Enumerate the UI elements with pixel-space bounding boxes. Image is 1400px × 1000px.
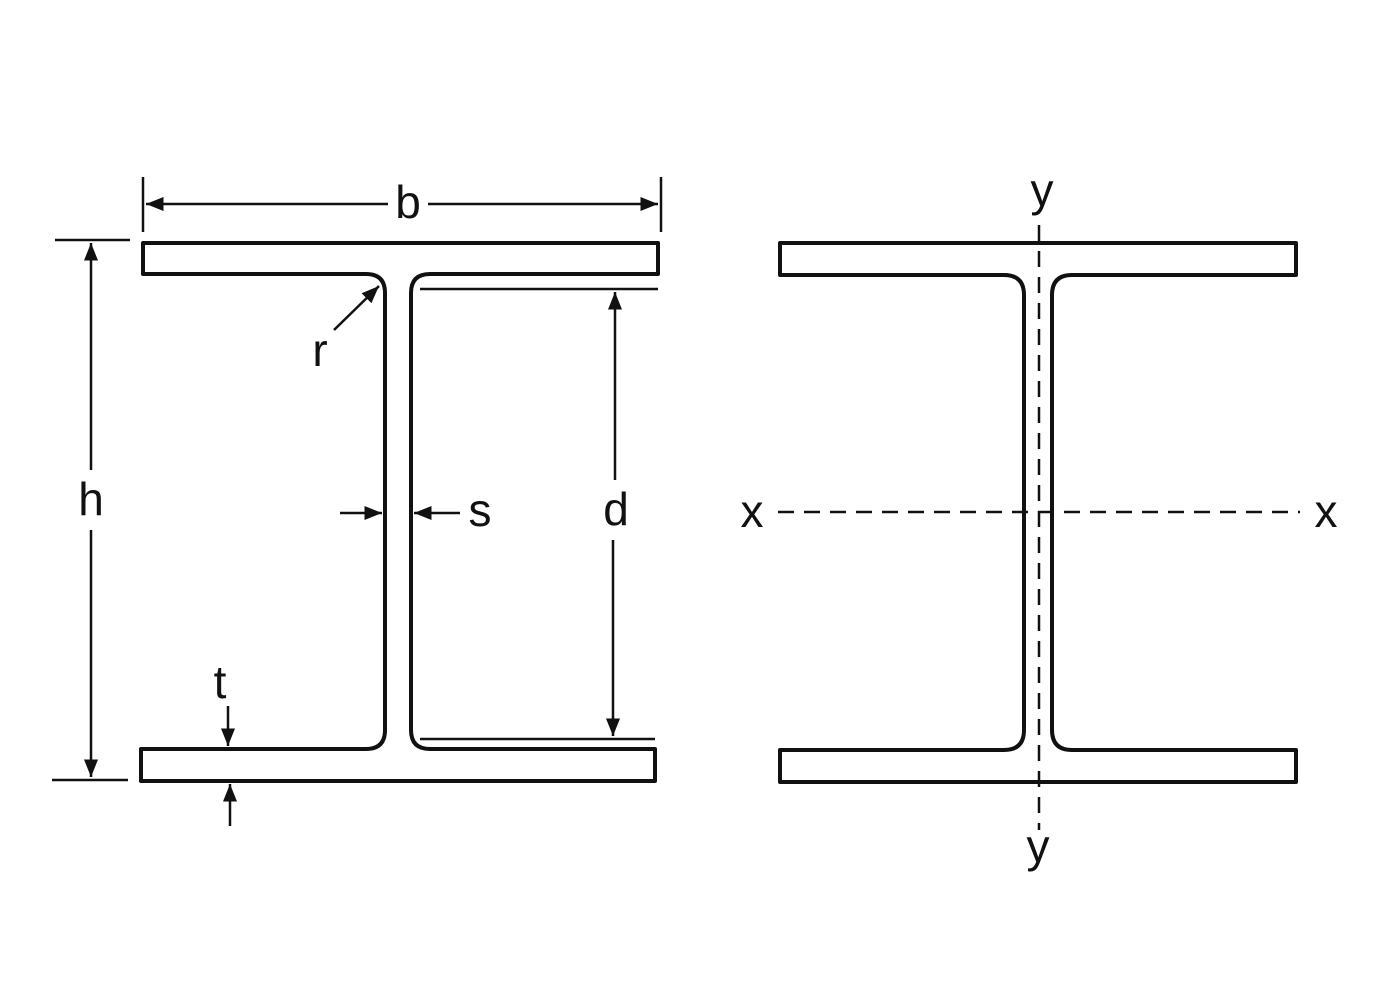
axis-x: x x [741,485,1338,537]
dimension-h: h [52,238,130,782]
dimension-t: t [214,656,237,826]
axis-y: y y [1027,164,1054,872]
dimension-r: r [312,285,380,376]
label-d: d [603,483,629,535]
dimension-s: s [340,484,492,536]
left-ibeam-outline [139,241,660,783]
left-ibeam-section [139,241,660,783]
label-h: h [78,473,104,525]
dimension-d: d [420,287,658,741]
label-r: r [312,324,327,376]
label-y-bottom: y [1027,820,1050,872]
label-x-right: x [1315,485,1338,537]
label-y-top: y [1031,164,1054,216]
label-x-left: x [741,485,764,537]
label-t: t [214,656,227,708]
label-b: b [395,176,421,228]
label-s: s [469,484,492,536]
dimension-b: b [141,176,663,232]
